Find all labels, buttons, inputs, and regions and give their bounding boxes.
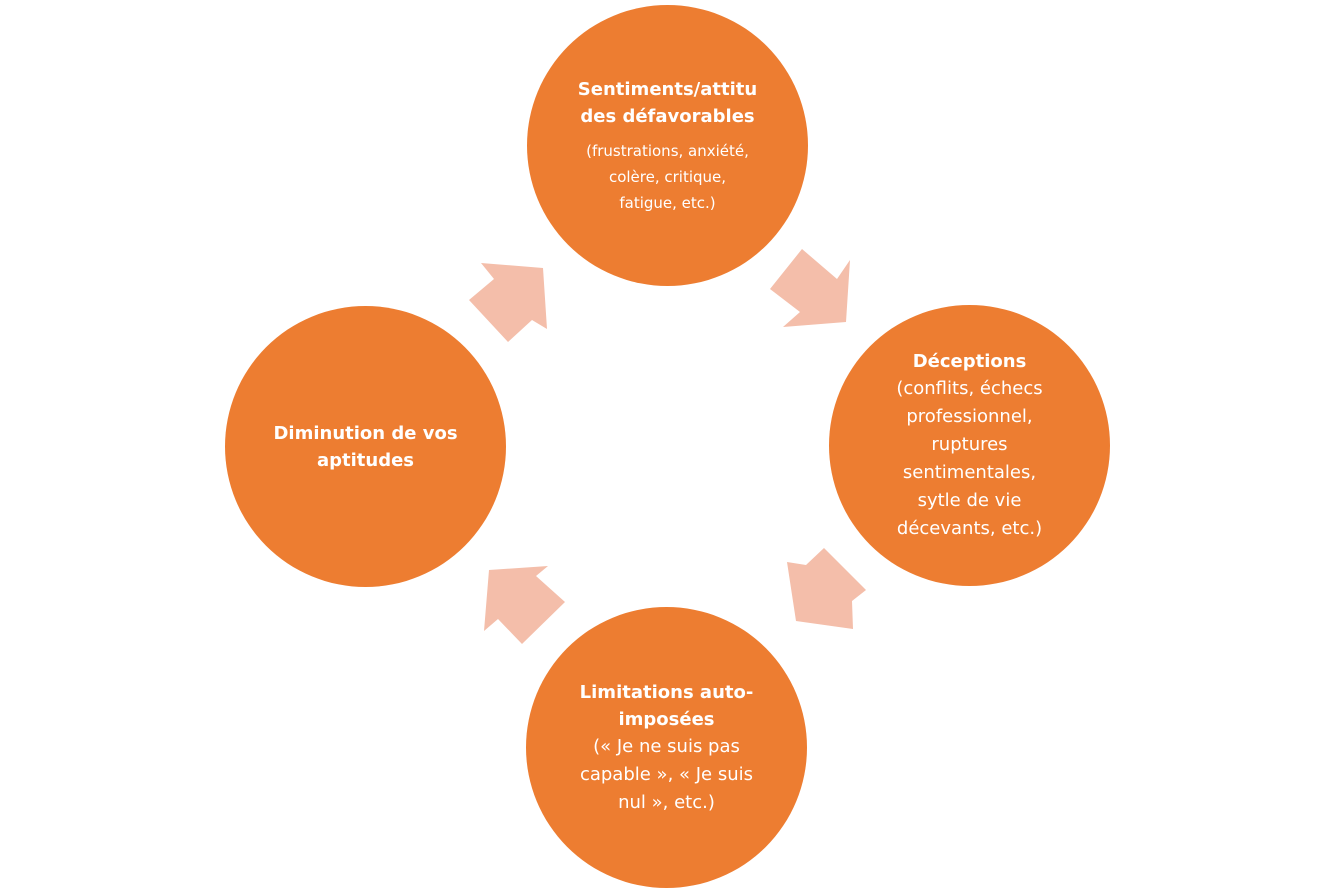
node-description: (« Je ne suis pas capable », « Je suis n… (562, 733, 772, 817)
node-description-line: (« Je ne suis pas (593, 735, 740, 757)
node-title: Déceptions (912, 351, 1027, 372)
node-deceptions: Déceptions (conflits, échecs professionn… (829, 305, 1110, 586)
node-sentiments: Sentiments/attitu des défavorables (frus… (527, 5, 808, 286)
node-description-line: sentimentales, (902, 462, 1037, 483)
node-title-line: Sentiments/attitu (577, 78, 758, 100)
arrow-down-left-icon (787, 548, 866, 629)
node-description-line: colère, critique, (608, 167, 727, 186)
node-description-line: (conflits, échecs (896, 378, 1043, 399)
node-title-line: Diminution de vos (273, 422, 458, 444)
node-description-line: fatigue, etc.) (619, 193, 716, 212)
node-description-line: professionnel, (906, 406, 1033, 427)
node-description: (frustrations, anxiété, colère, critique… (563, 138, 773, 216)
node-title-line: aptitudes (316, 449, 415, 471)
node-title: Sentiments/attitu des défavorables (563, 76, 773, 130)
node-title: Diminution de vos aptitudes (261, 420, 471, 474)
node-title: Limitations auto- imposées (562, 679, 772, 733)
node-title-line: Limitations auto- (579, 681, 754, 703)
node-limitations: Limitations auto- imposées (« Je ne suis… (526, 607, 807, 888)
arrow-down-right-icon (770, 249, 850, 327)
node-description-line: sytle de vie (917, 490, 1022, 511)
node-description: (conflits, échecs professionnel, rupture… (870, 375, 1070, 543)
node-description-line: décevants, etc.) (896, 518, 1043, 539)
node-description-line: nul », etc.) (618, 791, 715, 813)
arrow-up-right-icon (469, 263, 547, 342)
node-description-line: ruptures (931, 434, 1008, 455)
node-description-line: capable », « Je suis (579, 763, 754, 785)
node-description-line: (frustrations, anxiété, (586, 141, 749, 160)
node-diminution: Diminution de vos aptitudes (225, 306, 506, 587)
arrow-up-left-icon (484, 566, 565, 644)
node-title-line: des défavorables (580, 105, 755, 127)
node-title-line: imposées (618, 708, 715, 730)
